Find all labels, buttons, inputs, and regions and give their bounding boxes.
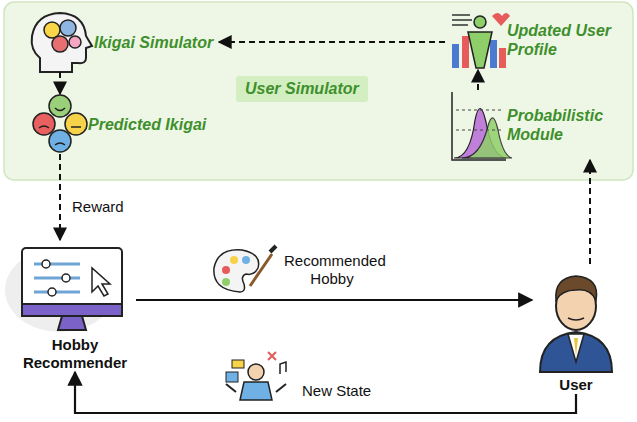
edge-label: Recommended Hobby [282,252,382,288]
component-node: Predicted Ikigai [28,94,210,154]
distribution-icon [452,92,512,160]
node-label: Probabilistic Module [507,106,627,144]
node-label: Ikigai Simulator [94,33,213,52]
edge-label: New State [300,382,373,400]
panel-title: User Simulator [236,76,368,102]
node-label: User [532,376,620,394]
profile-icon [452,13,510,68]
node-label: Predicted Ikigai [88,115,206,134]
user-icon [540,276,612,372]
edge-label: Reward [70,198,126,216]
dashed-arrow [477,70,479,90]
simulator-panel: User Simulator Ikigai SimulatorPredicted … [4,2,633,180]
recommender-icon [5,248,122,332]
flow-arrow [75,372,576,413]
user-node: User [532,264,620,394]
dashed-arrow [59,72,61,94]
dashed-arrow [219,41,445,43]
dashed-arrow [59,154,61,240]
component-node: Updated User Profile [445,10,631,70]
component-node: Probabilistic Module [445,90,631,160]
recommender-node: Hobby Recommender [14,240,136,372]
simulator-panel [4,2,633,180]
flow-arrow [136,299,532,301]
emotion-faces-icon [33,95,87,152]
hobbies-person-icon [226,352,286,400]
palette-icon [214,246,276,292]
node-label: Updated User Profile [507,21,627,59]
dashed-arrow [589,160,591,264]
component-node: Ikigai Simulator [28,12,217,72]
head-icon [32,13,92,72]
node-label: Hobby Recommender [14,336,136,372]
